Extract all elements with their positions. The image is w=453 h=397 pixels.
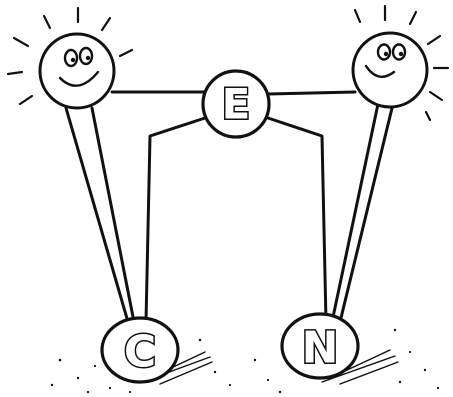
edge-face-right-to-e — [266, 90, 357, 96]
right-face-pupil-right — [398, 51, 404, 57]
edge-face-right-to-n-inner — [330, 102, 380, 324]
right-sun-rays — [353, 4, 450, 122]
right-face-pupil-left — [383, 51, 389, 57]
right-face-features — [364, 43, 407, 78]
ground-shading — [141, 349, 399, 385]
left-sun-rays — [6, 6, 134, 106]
node-n: N — [280, 312, 360, 380]
node-c: C — [100, 316, 180, 384]
edge-face-right-to-n-outer — [338, 102, 395, 324]
left-face-pupil-right — [85, 55, 91, 61]
left-face-features — [58, 46, 100, 87]
left-face-pupil-left — [70, 57, 76, 63]
edge-e-to-c — [144, 116, 207, 324]
left-sun-face — [6, 6, 134, 110]
edge-face-left-to-c-inner — [90, 106, 136, 324]
edge-e-to-n — [266, 116, 328, 324]
right-sun-face — [351, 4, 450, 122]
edge-face-left-to-c-outer — [64, 106, 130, 324]
node-c-label: C — [124, 327, 156, 378]
ground-dots — [50, 328, 440, 394]
node-e: E — [201, 69, 271, 139]
node-e-label: E — [222, 80, 251, 129]
node-n-label: N — [302, 323, 339, 374]
connectors — [64, 90, 395, 324]
